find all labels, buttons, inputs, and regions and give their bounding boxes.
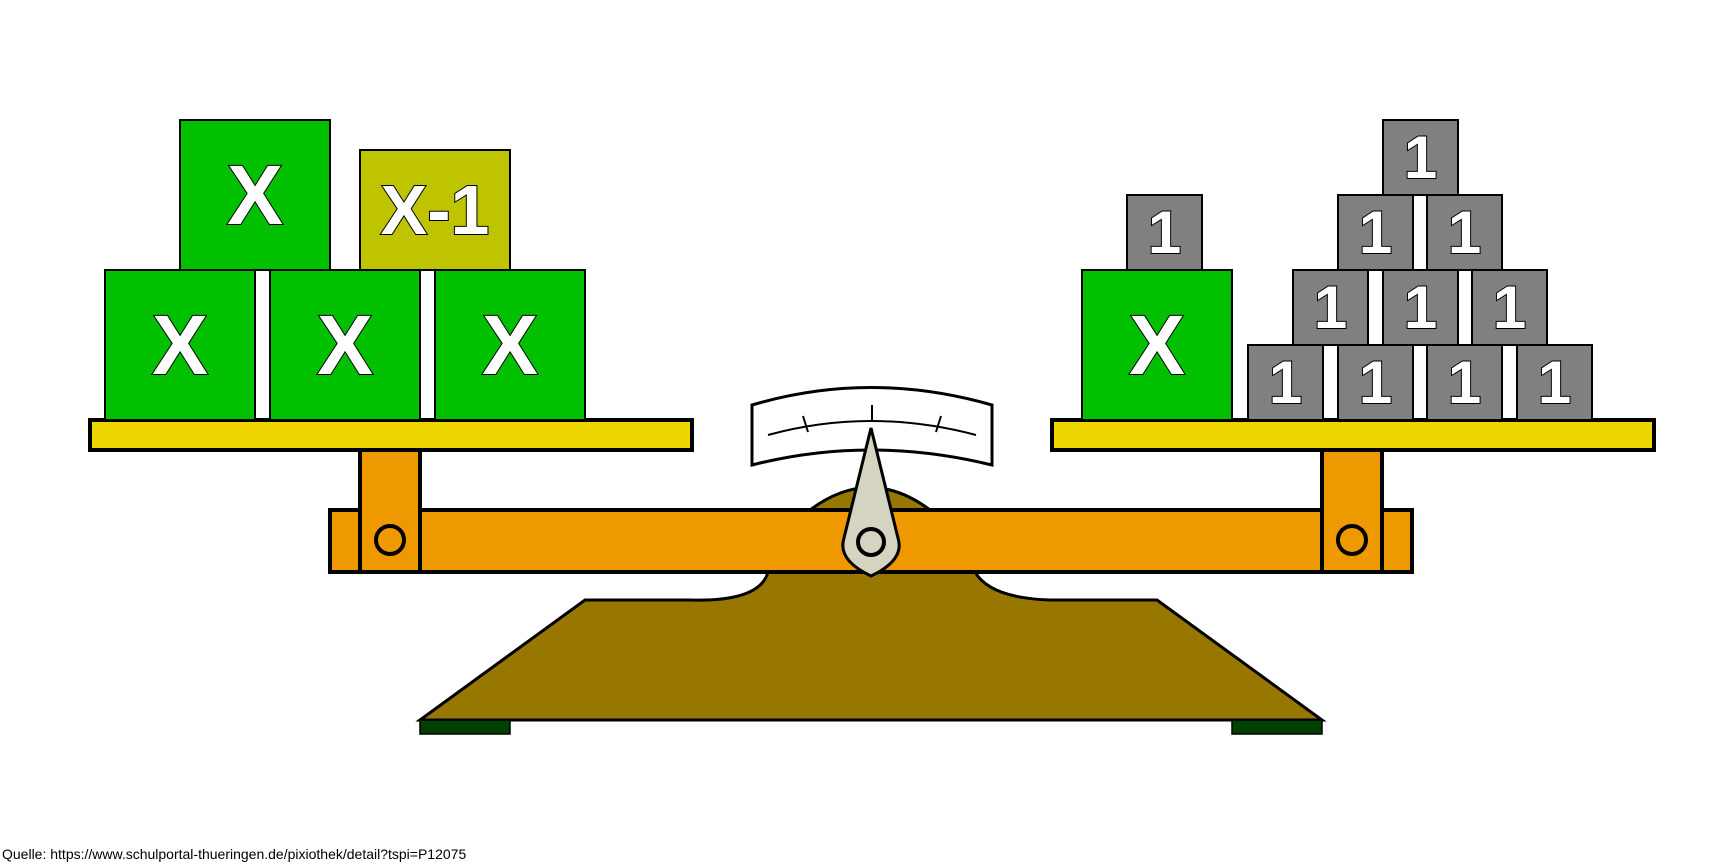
right-pan <box>1050 418 1656 452</box>
left-block-2-box <box>269 269 421 421</box>
unit-weight-2-box <box>1337 344 1414 421</box>
left-block-2: X <box>269 269 421 421</box>
unit-weight-7: 1 <box>1471 269 1548 346</box>
unit-weight-6-box <box>1382 269 1459 346</box>
left-block-5: X-1 <box>359 149 511 271</box>
unit-weight-9-label: 1 <box>1448 199 1481 266</box>
left-block-1-box <box>104 269 256 421</box>
left-block-3-box <box>434 269 586 421</box>
dial-tick-right <box>935 415 942 433</box>
left-block-1-label: X <box>152 298 208 392</box>
right-x-block-label: X <box>1129 298 1185 392</box>
unit-weight-8: 1 <box>1337 194 1414 271</box>
unit-weight-3-label: 1 <box>1448 349 1481 416</box>
unit-weight-1: 1 <box>1247 344 1324 421</box>
dial-scale-arc <box>767 420 977 436</box>
unit-weight-10-box <box>1382 119 1459 196</box>
unit-weight-7-box <box>1471 269 1548 346</box>
left-block-4: X <box>179 119 331 271</box>
unit-weight-4-box <box>1516 344 1593 421</box>
unit-weight-3-box <box>1426 344 1503 421</box>
unit-weight-6: 1 <box>1382 269 1459 346</box>
unit-weight-1-label: 1 <box>1269 349 1302 416</box>
unit-weight-5-box <box>1292 269 1369 346</box>
unit-weight-11-box <box>1126 194 1203 271</box>
dial-face <box>750 386 994 467</box>
right-pivot-pin <box>1336 524 1368 556</box>
unit-weight-4-label: 1 <box>1538 349 1571 416</box>
left-block-4-box <box>179 119 331 271</box>
unit-weight-9: 1 <box>1426 194 1503 271</box>
left-block-5-box <box>359 149 511 271</box>
unit-weight-3: 1 <box>1426 344 1503 421</box>
left-block-3: X <box>434 269 586 421</box>
dial-tick-left <box>802 415 809 433</box>
scale-base <box>415 570 1327 722</box>
unit-weight-2-label: 1 <box>1359 349 1392 416</box>
unit-weight-11-label: 1 <box>1148 199 1181 266</box>
left-block-3-label: X <box>482 298 538 392</box>
source-caption: Quelle: https://www.schulportal-thuering… <box>2 846 467 862</box>
unit-weight-8-box <box>1337 194 1414 271</box>
unit-weight-5: 1 <box>1292 269 1369 346</box>
left-foot <box>419 719 511 735</box>
unit-weight-6-label: 1 <box>1404 274 1437 341</box>
unit-weight-10-label: 1 <box>1404 124 1437 191</box>
left-block-5-label: X-1 <box>381 171 490 249</box>
right-x-block-box <box>1081 269 1233 421</box>
right-x-block: X <box>1081 269 1233 421</box>
unit-weight-11: 1 <box>1126 194 1203 271</box>
unit-weight-1-box <box>1247 344 1324 421</box>
left-block-2-label: X <box>317 298 373 392</box>
unit-weight-5-label: 1 <box>1314 274 1347 341</box>
left-pivot-pin <box>374 524 406 556</box>
unit-weight-2: 1 <box>1337 344 1414 421</box>
left-pan <box>88 418 694 452</box>
unit-weight-8-label: 1 <box>1359 199 1392 266</box>
unit-weight-9-box <box>1426 194 1503 271</box>
left-block-1: X <box>104 269 256 421</box>
right-foot <box>1231 719 1323 735</box>
unit-weight-10: 1 <box>1382 119 1459 196</box>
left-block-4-label: X <box>227 148 283 242</box>
needle-pivot <box>856 527 886 557</box>
unit-weight-7-label: 1 <box>1493 274 1526 341</box>
unit-weight-4: 1 <box>1516 344 1593 421</box>
